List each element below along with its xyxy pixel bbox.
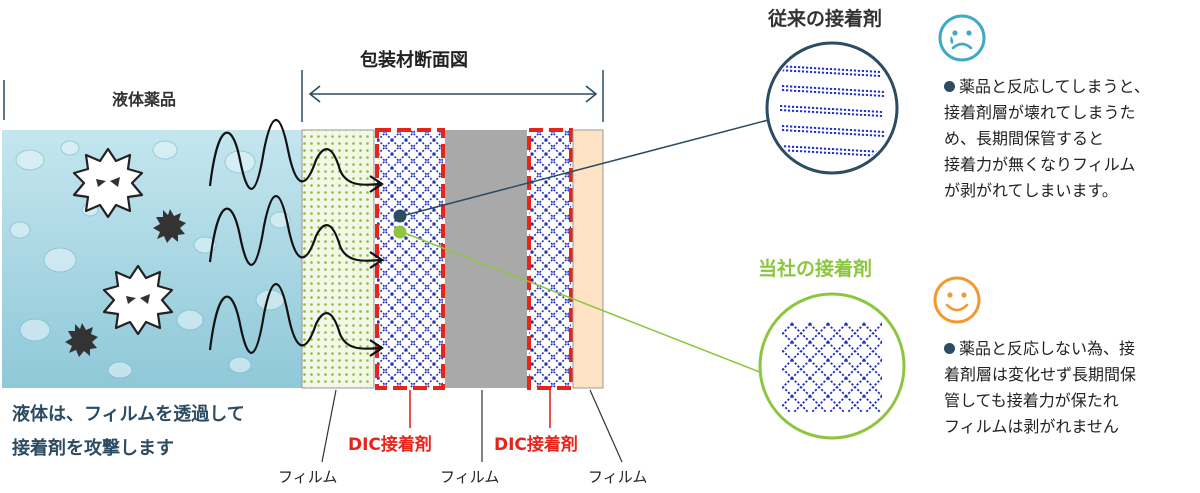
film-label-2: フィルム [440, 468, 500, 486]
liquid-caption: 液体は、フィルムを透過して 接着剤を攻撃します [12, 398, 312, 466]
ours-desc-line-3: 管しても接着力が保たれ [944, 391, 1119, 410]
film-layer-2 [445, 130, 527, 388]
conventional-circle [765, 41, 899, 175]
conventional-desc-line-2: 接着剤層が壊れてしまうた [944, 103, 1136, 122]
droplets [9, 140, 291, 379]
germ-icon [153, 209, 186, 243]
film-label-1: フィルム [278, 468, 338, 486]
marker-conventional [393, 209, 407, 223]
penetration-arrows [208, 118, 384, 357]
germ-icon [102, 264, 174, 336]
connector-conventional [401, 117, 777, 217]
bullet-icon [944, 81, 955, 92]
broken-adhesive-pattern [777, 65, 885, 157]
liquid-header: 液体薬品 [112, 90, 177, 109]
marker-ours [393, 225, 407, 239]
germ-icon [65, 323, 98, 357]
ours-desc-line-1: 薬品と反応しない為、接 [959, 339, 1136, 358]
conventional-heading: 従来の接着剤 [768, 8, 883, 30]
adhesive-layer-2 [527, 128, 573, 390]
conventional-desc-line-1: 薬品と反応してしまうと、 [959, 77, 1150, 96]
conventional-desc-line-4: 接着力が無くなりフィルム [944, 155, 1136, 174]
intact-adhesive-pattern [782, 322, 882, 412]
adhesive-label-1: DIC接着剤 [348, 435, 432, 455]
ours-heading: 当社の接着剤 [758, 258, 873, 280]
conventional-description: 薬品と反応してしまうと、 接着剤層が壊れてしまうた め、長期間保管すると 接着力… [944, 74, 1194, 204]
bullet-icon [944, 343, 955, 354]
ours-description: 薬品と反応しない為、接 着剤層は変化せず長期間保 管しても接着力が保たれ フィル… [944, 336, 1194, 440]
conventional-desc-line-3: め、長期間保管すると [944, 129, 1105, 148]
adhesive-layer-1 [375, 128, 445, 390]
conventional-desc-line-5: が剥がれてしまいます。 [944, 181, 1118, 200]
ours-desc-line-2: 着剤層は変化せず長期間保 [944, 365, 1137, 384]
film-label-3: フィルム [588, 468, 648, 486]
film-layer-1 [301, 129, 375, 389]
liquid-caption-line-2: 接着剤を攻撃します [12, 438, 174, 459]
germ-icon [72, 147, 144, 219]
sad-face-icon [938, 14, 986, 62]
film-layer-3 [572, 129, 604, 389]
smiley-face-icon [933, 276, 981, 324]
adhesive-label-2: DIC接着剤 [494, 435, 578, 455]
cross-section-title: 包装材断面図 [360, 50, 468, 71]
liquid-caption-line-1: 液体は、フィルムを透過して [12, 404, 245, 425]
connector-ours [401, 231, 771, 377]
ours-desc-line-4: フィルムは剥がれません [944, 417, 1119, 436]
